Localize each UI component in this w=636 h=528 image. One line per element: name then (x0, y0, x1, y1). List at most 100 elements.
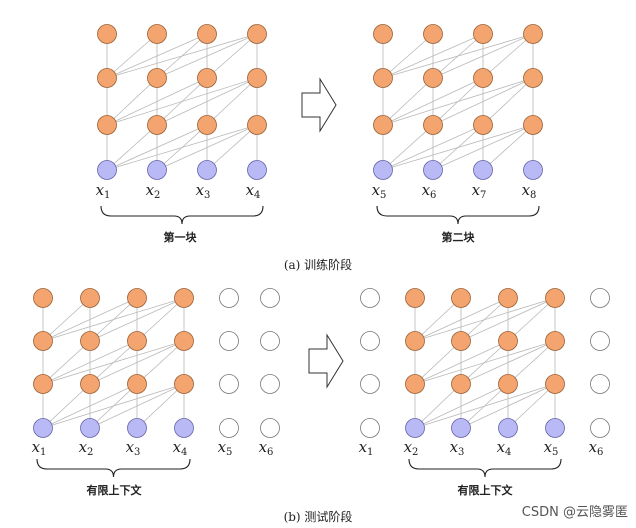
attention-edge (42, 340, 138, 385)
hidden-node (373, 68, 393, 88)
empty-node (590, 331, 610, 351)
hidden-node (523, 24, 543, 44)
empty-node (219, 331, 239, 351)
brace-context-left (36, 458, 191, 478)
input-node (80, 418, 100, 438)
input-node (405, 418, 425, 438)
empty-node (360, 418, 380, 438)
hidden-node (197, 24, 217, 44)
hidden-node (405, 374, 425, 394)
attention-edge (482, 33, 534, 79)
hidden-node (423, 68, 443, 88)
attention-edge (414, 297, 556, 342)
hidden-node (498, 288, 518, 308)
hidden-node (80, 374, 100, 394)
hidden-node (97, 68, 117, 88)
hidden-node (451, 331, 471, 351)
attention-edge (136, 383, 185, 429)
empty-node (590, 288, 610, 308)
hidden-node (97, 115, 117, 135)
hidden-node (33, 288, 53, 308)
hidden-node (373, 115, 393, 135)
caption-b: (b) 测试阶段 (284, 509, 353, 524)
brace-label-block2: 第二块 (442, 230, 476, 244)
attention-edge (42, 383, 185, 429)
input-node (174, 418, 194, 438)
attention-edge (106, 33, 158, 79)
watermark: CSDN @云隐雾匿 (522, 505, 628, 520)
brace-label-context-right: 有限上下文 (458, 483, 514, 497)
hidden-node (451, 288, 471, 308)
attention-edge (432, 77, 534, 126)
attention-edge (414, 383, 509, 429)
input-node (545, 418, 565, 438)
attention-edge (382, 124, 484, 171)
attention-edge (42, 297, 138, 342)
hidden-node (423, 24, 443, 44)
attention-edge (414, 383, 462, 429)
attention-edge (42, 297, 185, 342)
brace-label-context-left: 有限上下文 (87, 483, 143, 497)
hidden-node (498, 331, 518, 351)
hidden-node (405, 331, 425, 351)
attention-edge (42, 340, 185, 385)
brace-context-right (408, 458, 562, 478)
hidden-node (174, 288, 194, 308)
hidden-node (523, 115, 543, 135)
attention-edge (106, 33, 208, 79)
attention-edge (432, 124, 534, 171)
attention-edge (106, 77, 258, 126)
hidden-node (473, 68, 493, 88)
attention-edge (460, 297, 556, 342)
input-node (33, 418, 53, 438)
hidden-node (523, 68, 543, 88)
empty-node (260, 418, 280, 438)
hidden-node (174, 331, 194, 351)
attention-edge (414, 383, 556, 429)
empty-node (219, 288, 239, 308)
attention-edge (382, 124, 534, 171)
attention-edge (106, 124, 158, 171)
attention-edge (482, 77, 534, 126)
hidden-node (80, 331, 100, 351)
hidden-node (247, 68, 267, 88)
empty-node (219, 374, 239, 394)
attention-edge (460, 383, 556, 429)
input-node (523, 160, 543, 180)
empty-node (590, 418, 610, 438)
hidden-node (174, 374, 194, 394)
attention-edge (460, 340, 556, 385)
brace-block1 (100, 205, 264, 225)
attention-edge (206, 77, 258, 126)
empty-node (360, 374, 380, 394)
hidden-node (147, 24, 167, 44)
hidden-node (33, 331, 53, 351)
attention-edge (382, 77, 534, 126)
arrow-right-b (308, 333, 344, 389)
attention-edge (42, 383, 138, 429)
attention-edge (382, 33, 534, 79)
hidden-node (147, 68, 167, 88)
arrow-right-a (301, 77, 337, 133)
hidden-node (423, 115, 443, 135)
empty-node (360, 331, 380, 351)
input-node (97, 160, 117, 180)
attention-edge (106, 124, 258, 171)
hidden-node (473, 115, 493, 135)
attention-edge (42, 383, 91, 429)
hidden-node (405, 288, 425, 308)
input-node (423, 160, 443, 180)
attention-edge (507, 340, 556, 385)
attention-edge (382, 33, 434, 79)
empty-node (360, 288, 380, 308)
attention-edge (106, 77, 158, 126)
hidden-node (147, 115, 167, 135)
hidden-node (127, 374, 147, 394)
input-node (451, 418, 471, 438)
attention-edge (414, 340, 462, 385)
